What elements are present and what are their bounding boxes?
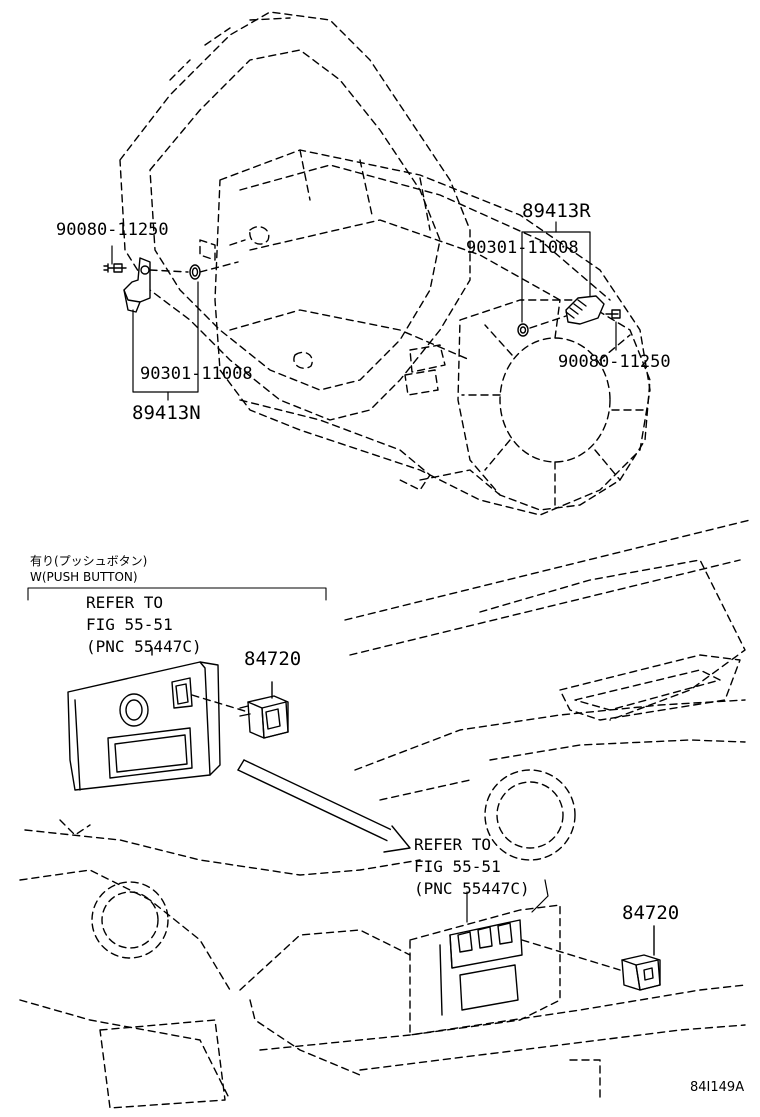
transmission-illustration [119,11,651,516]
part-number-sensor-right: 89413R [522,200,591,222]
refer-note-dash: REFER TO FIG 55-51 (PNC 55447C) [414,835,530,898]
illustration-code: 84I149A [690,1080,745,1095]
part-number-switch-dash: 84720 [622,902,680,924]
switch-84720-detail [239,681,289,739]
detail-arrow [237,759,411,853]
speed-sensor-left [103,257,239,313]
part-number-bolt-right: 90080-11250 [558,352,671,372]
leader-lines-top [111,221,617,401]
part-number-switch-detail: 84720 [244,648,302,670]
part-number-sensor-left: 89413N [132,402,201,424]
leader-lines-dash [466,879,549,923]
part-number-oring-right: 90301-11008 [466,238,579,258]
speed-sensor-right [517,295,621,337]
part-number-bolt-left: 90080-11250 [56,220,169,240]
option-note-english: W(PUSH BUTTON) [30,570,138,584]
part-number-oring-left: 90301-11008 [140,364,253,384]
switch-panel-detail [67,647,249,791]
option-note-japanese: 有り(プッシュボタン) [30,554,148,568]
option-bracket [27,587,327,601]
refer-note-detail: REFER TO FIG 55-51 (PNC 55447C) [86,593,202,656]
switch-84720-dash [521,925,661,991]
dashboard-illustration [19,519,751,1109]
